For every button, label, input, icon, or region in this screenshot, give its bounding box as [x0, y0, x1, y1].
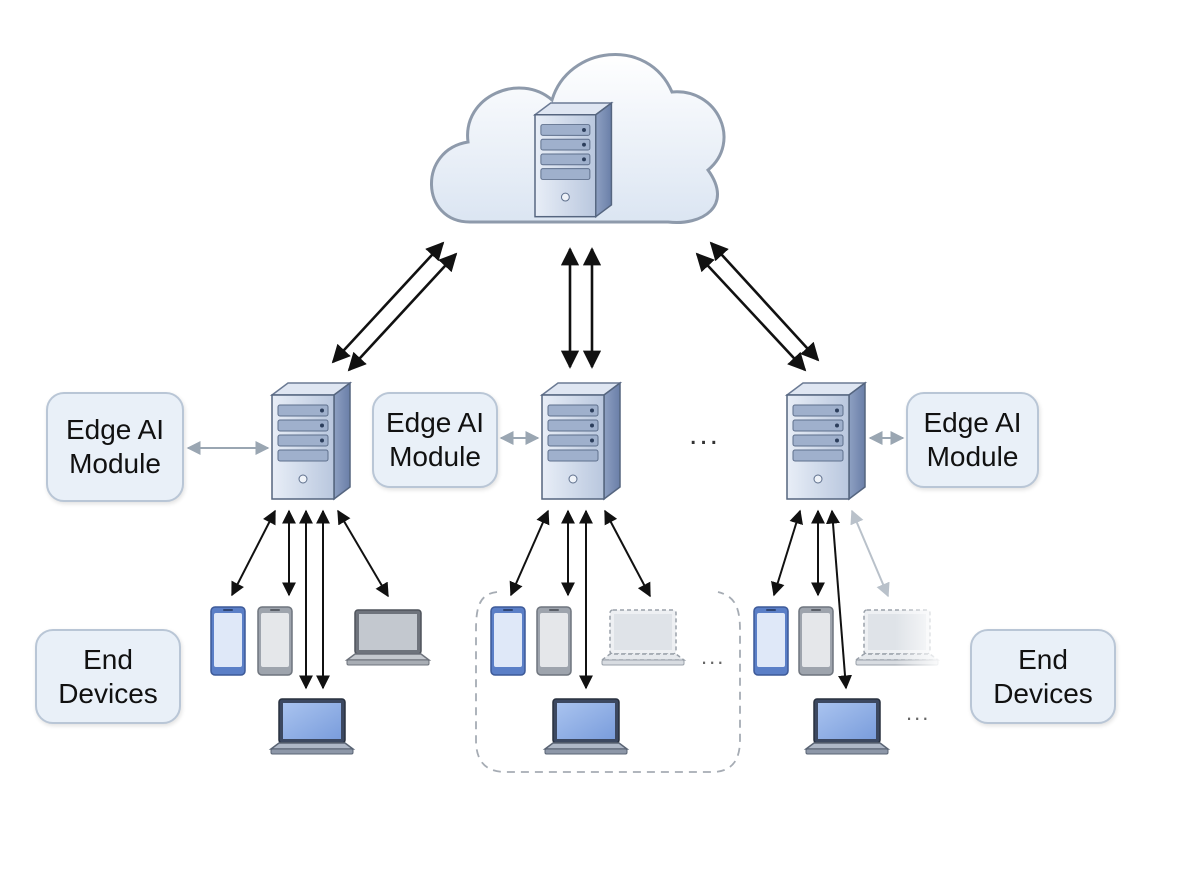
- smartphone-icon: [536, 606, 572, 676]
- laptop-icon: [805, 698, 889, 755]
- device-links-left: [231, 509, 389, 690]
- edge-server-icon: [786, 382, 866, 500]
- laptop-icon: [270, 698, 354, 755]
- device-links-middle: [509, 509, 651, 690]
- edge-ai-module-label: Edge AI Module: [906, 392, 1039, 488]
- laptop-icon: [601, 609, 685, 666]
- edge-ai-module-label: Edge AI Module: [372, 392, 498, 488]
- cloud-server-icon: [534, 102, 613, 218]
- edge-server-icon: [271, 382, 351, 500]
- end-devices-label: End Devices: [35, 629, 181, 724]
- fade-overlay: [895, 600, 945, 675]
- laptop-icon: [346, 609, 430, 666]
- edge-ai-module-label: Edge AI Module: [46, 392, 184, 502]
- module-links: [186, 431, 905, 455]
- more-devices-ellipsis: ...: [701, 644, 726, 669]
- smartphone-icon: [257, 606, 293, 676]
- more-servers-ellipsis: ...: [689, 418, 721, 451]
- smartphone-icon: [753, 606, 789, 676]
- end-devices-label: End Devices: [970, 629, 1116, 724]
- more-devices-ellipsis: ...: [906, 700, 931, 725]
- device-links-right: [771, 509, 852, 690]
- laptop-icon: [544, 698, 628, 755]
- cloud-edge-links: [331, 241, 820, 372]
- smartphone-icon: [490, 606, 526, 676]
- edge-server-icon: [541, 382, 621, 500]
- smartphone-icon: [798, 606, 834, 676]
- smartphone-icon: [210, 606, 246, 676]
- device-link-faded: [850, 509, 890, 598]
- device-group-boundary: [475, 591, 741, 773]
